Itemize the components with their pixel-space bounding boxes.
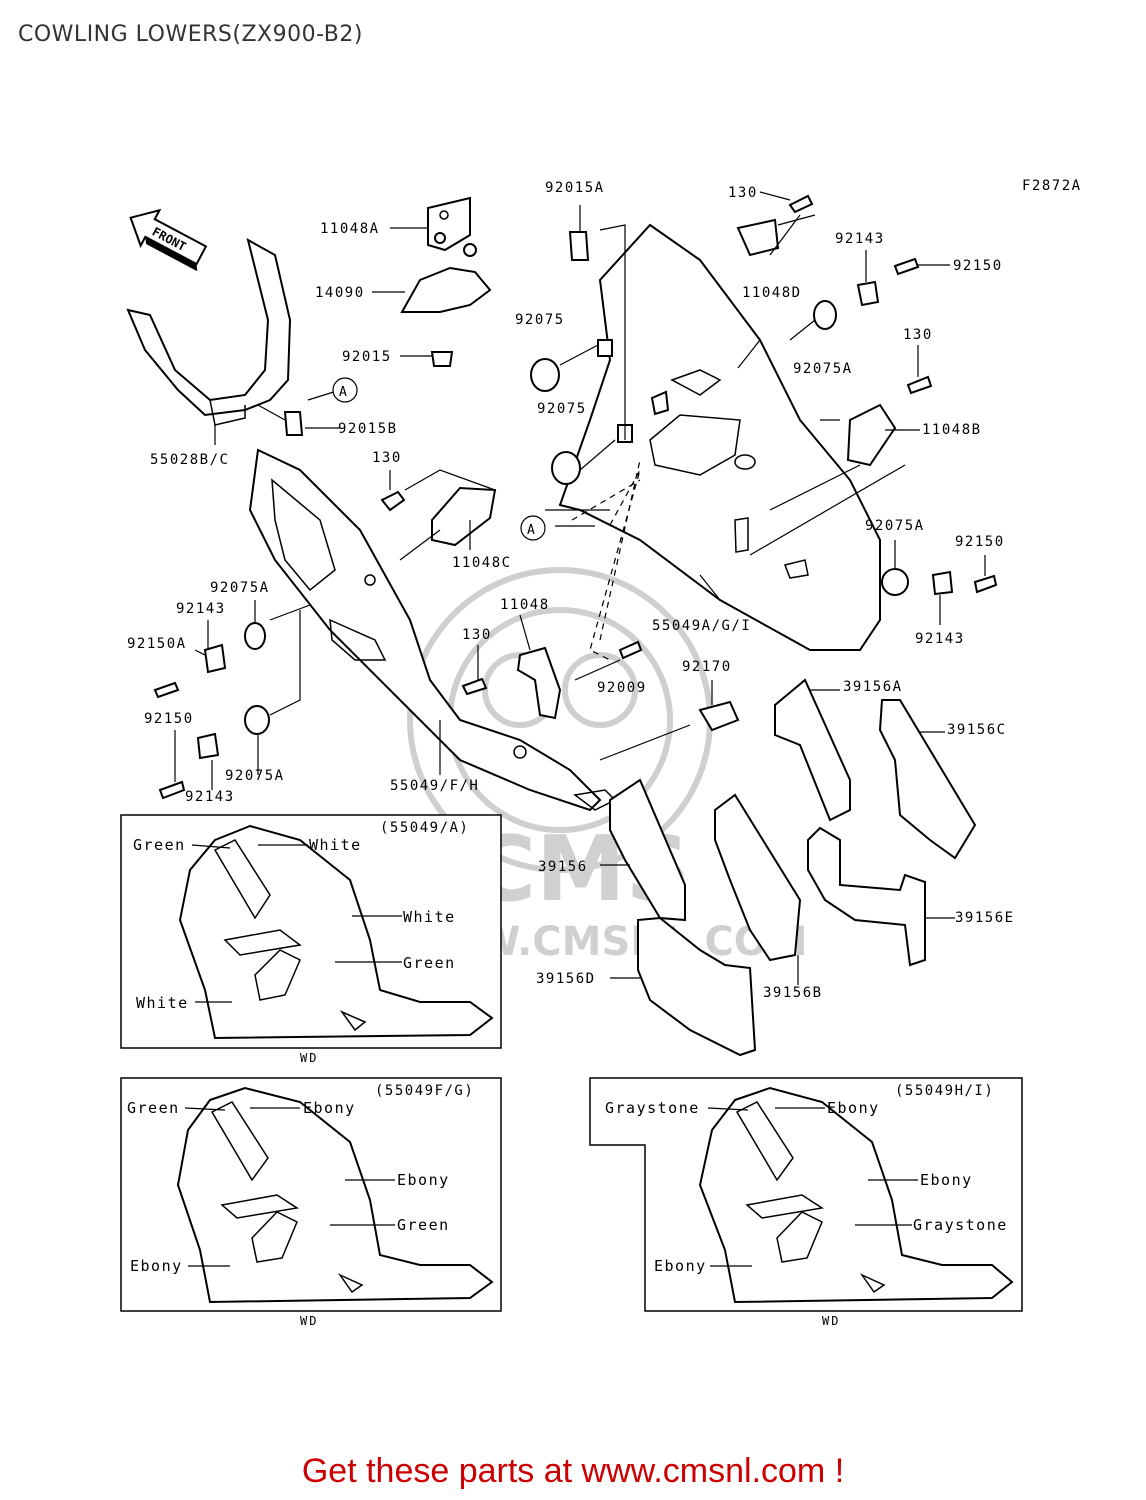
- label-39156: 39156: [538, 859, 588, 875]
- fasteners-right: [736, 194, 998, 596]
- label-55028bc: 55028B/C: [150, 452, 229, 468]
- label-130-right: 130: [903, 327, 933, 343]
- label-92143-left-2: 92143: [185, 789, 235, 805]
- color-label: Ebony: [920, 1171, 973, 1189]
- label-92075a-right-2: 92075A: [865, 518, 925, 534]
- label-92009: 92009: [597, 680, 647, 696]
- shield-39156e: [807, 826, 926, 967]
- label-92075-2: 92075: [537, 401, 587, 417]
- label-130-top: 130: [728, 185, 758, 201]
- footer-link[interactable]: Get these parts at www.cmsnl.com !: [301, 1452, 845, 1490]
- color-label: Ebony: [303, 1099, 356, 1117]
- leader-lines: [174, 191, 986, 985]
- color-box-header: (55049H/I): [895, 1083, 994, 1099]
- shield-39156a: [774, 678, 851, 822]
- right-lower-cowl: [558, 223, 881, 651]
- label-39156d: 39156D: [536, 971, 596, 987]
- label-92015a: 92015A: [545, 180, 605, 196]
- label-92143-right-1: 92143: [835, 231, 885, 247]
- deflector-14090: [400, 266, 492, 313]
- dashed-lines: [571, 459, 641, 661]
- label-92150-right-1: 92150: [953, 258, 1003, 274]
- label-130-low: 130: [462, 627, 492, 643]
- label-92170: 92170: [682, 659, 732, 675]
- bracket-11048a: [427, 196, 477, 257]
- label-92075a-left-2: 92075A: [225, 768, 285, 784]
- color-label: White: [136, 994, 189, 1012]
- shield-39156b: [714, 793, 802, 962]
- label-92075a-left: 92075A: [210, 580, 270, 596]
- left-lower-cowl: [248, 448, 617, 812]
- label-92015b: 92015B: [338, 421, 398, 437]
- label-39156b: 39156B: [763, 985, 823, 1001]
- shield-39156: [609, 778, 686, 922]
- color-label: Green: [403, 954, 456, 972]
- label-39156c: 39156C: [947, 722, 1007, 738]
- figure-code: F2872A: [1022, 178, 1082, 194]
- label-92015: 92015: [342, 349, 392, 365]
- color-box-header: (55049F/G): [375, 1083, 474, 1099]
- label-11048a: 11048A: [320, 221, 380, 237]
- heat-shields: [609, 678, 977, 1057]
- color-label: Ebony: [654, 1257, 707, 1275]
- exploded-view: CMS WWW.CMSNL.COM F2872A FRONT: [120, 178, 1082, 1328]
- label-11048: 11048: [500, 597, 550, 613]
- grommet-92075-2: [551, 451, 581, 485]
- grommet-92075-1: [530, 358, 560, 392]
- color-label: Green: [397, 1216, 450, 1234]
- color-label: White: [403, 908, 456, 926]
- color-box-55049a: (55049/A) WD Green White White Green Whi…: [120, 814, 502, 1065]
- shield-39156c: [878, 699, 977, 860]
- label-92075a-right-1: 92075A: [793, 361, 853, 377]
- color-label: Ebony: [130, 1257, 183, 1275]
- color-box-55049fg: (55049F/G) WD Green Ebony Ebony Green Eb…: [120, 1077, 502, 1328]
- part-labels: 11048A 14090 92015 55028B/C 92015B 130 1…: [127, 180, 1015, 1001]
- callout-a-1: A: [332, 377, 358, 403]
- label-55049fh: 55049/F/H: [390, 778, 479, 794]
- label-11048c: 11048C: [452, 555, 512, 571]
- color-label: Green: [127, 1099, 180, 1117]
- bracket-11048: [516, 646, 562, 720]
- label-39156a: 39156A: [843, 679, 903, 695]
- color-box-55049hi: (55049H/I) WD Graystone Ebony Ebony Gray…: [589, 1077, 1023, 1328]
- page-title: COWLING LOWERS(ZX900-B2): [18, 22, 363, 47]
- svg-text:A: A: [527, 523, 535, 538]
- fasteners-left: [153, 490, 643, 800]
- color-box-footer: WD: [822, 1314, 840, 1328]
- inner-cowl-part: [126, 238, 292, 426]
- label-11048d: 11048D: [742, 285, 802, 301]
- clip-92015b: [283, 411, 304, 436]
- callout-a-2: A: [520, 515, 546, 541]
- color-label: Graystone: [605, 1099, 700, 1117]
- color-label: Ebony: [397, 1171, 450, 1189]
- nut-92170: [698, 700, 740, 732]
- label-39156e: 39156E: [955, 910, 1015, 926]
- color-box-footer: WD: [300, 1314, 318, 1328]
- label-92150-right-2: 92150: [955, 534, 1005, 550]
- label-92143-right-2: 92143: [915, 631, 965, 647]
- color-label: Ebony: [827, 1099, 880, 1117]
- grommet-92015: [430, 351, 454, 367]
- front-arrow-icon: FRONT: [129, 208, 208, 272]
- svg-text:A: A: [339, 385, 347, 400]
- color-label: Green: [133, 836, 186, 854]
- color-label: White: [309, 836, 362, 854]
- label-11048b: 11048B: [922, 422, 982, 438]
- color-box-header: (55049/A): [380, 820, 469, 836]
- color-label: Graystone: [913, 1216, 1008, 1234]
- label-130-mid: 130: [372, 450, 402, 466]
- label-55049agi: 55049A/G/I: [652, 618, 751, 634]
- bracket-11048c: [431, 486, 497, 547]
- label-14090: 14090: [315, 285, 365, 301]
- shield-39156d: [637, 916, 757, 1057]
- label-92150a: 92150A: [127, 636, 187, 652]
- color-box-footer: WD: [300, 1051, 318, 1065]
- label-92143-left-1: 92143: [176, 601, 226, 617]
- label-92075-1: 92075: [515, 312, 565, 328]
- clips-92015a: [568, 231, 670, 443]
- label-92150-left: 92150: [144, 711, 194, 727]
